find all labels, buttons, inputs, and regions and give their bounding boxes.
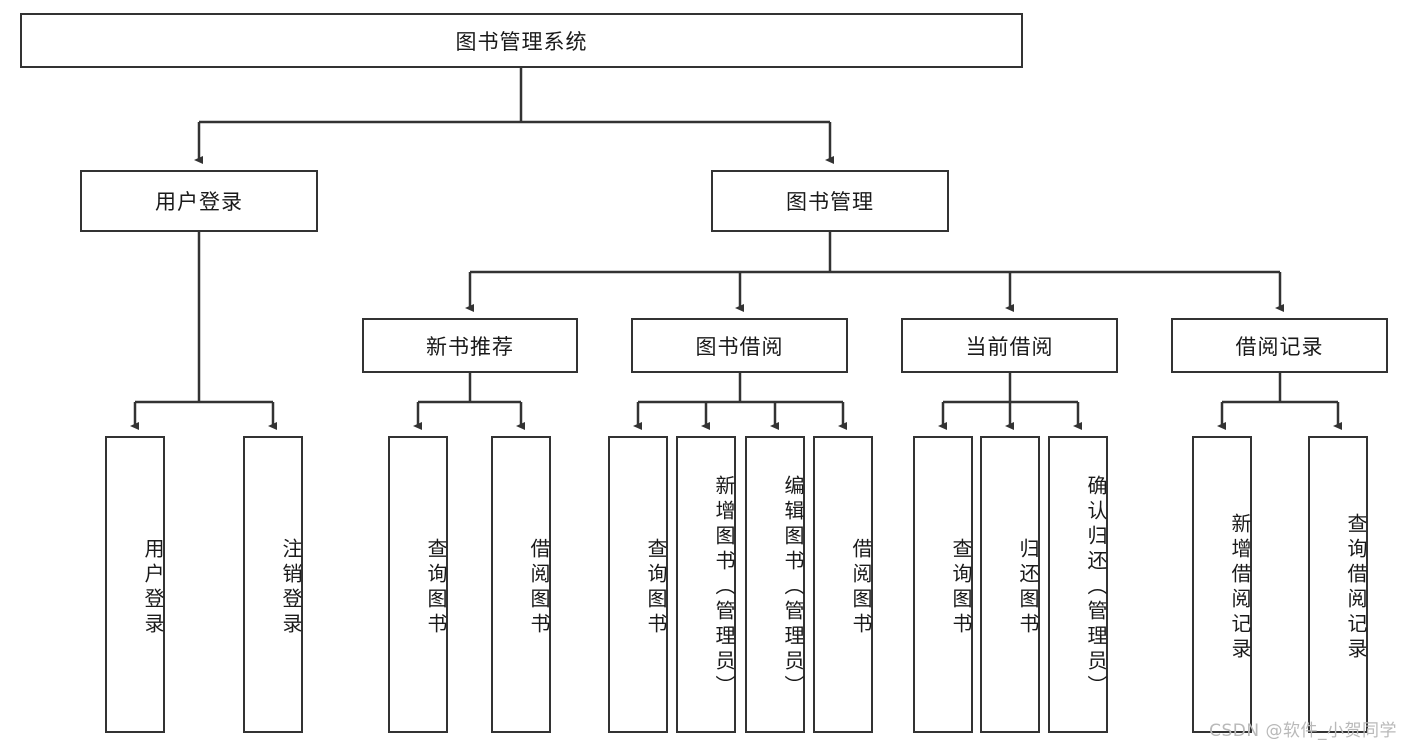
node-label: 图书管理系统 xyxy=(455,29,588,54)
node-leaf-edit-book[interactable]: 编辑图书（管理员） xyxy=(745,436,805,733)
node-label: 图书管理 xyxy=(786,190,874,214)
node-label: 注销登录 xyxy=(279,537,303,638)
csdn-watermark: CSDN @软件_小贺同学 xyxy=(1209,721,1397,741)
node-label: 确认归还（管理员） xyxy=(1084,475,1108,700)
node-leaf-query-book-3[interactable]: 查询图书 xyxy=(913,436,973,733)
node-label: 新增借阅记录 xyxy=(1228,512,1252,663)
node-label: 用户登录 xyxy=(141,537,165,638)
node-label: 查询图书 xyxy=(949,537,973,638)
node-leaf-borrow-book-2[interactable]: 借阅图书 xyxy=(813,436,873,733)
node-book-borrow[interactable]: 图书借阅 xyxy=(631,318,848,373)
node-new-book-recommend[interactable]: 新书推荐 xyxy=(362,318,578,373)
node-leaf-add-record[interactable]: 新增借阅记录 xyxy=(1192,436,1252,733)
node-label: 借阅图书 xyxy=(849,537,873,638)
node-leaf-confirm-return[interactable]: 确认归还（管理员） xyxy=(1048,436,1108,733)
node-label: 当前借阅 xyxy=(965,334,1054,359)
node-leaf-query-record[interactable]: 查询借阅记录 xyxy=(1308,436,1368,733)
node-label: 查询图书 xyxy=(424,537,448,638)
node-leaf-return-book[interactable]: 归还图书 xyxy=(980,436,1040,733)
node-leaf-logout[interactable]: 注销登录 xyxy=(243,436,303,733)
node-label: 查询图书 xyxy=(644,537,668,638)
node-label: 借阅图书 xyxy=(527,537,551,638)
node-label: 新书推荐 xyxy=(426,334,514,359)
node-label: 图书借阅 xyxy=(695,334,784,359)
node-user-login[interactable]: 用户登录 xyxy=(80,170,318,232)
node-current-borrow[interactable]: 当前借阅 xyxy=(901,318,1118,373)
node-label: 归还图书 xyxy=(1016,537,1040,638)
node-leaf-user-login[interactable]: 用户登录 xyxy=(105,436,165,733)
node-label: 查询借阅记录 xyxy=(1344,512,1368,663)
node-label: 编辑图书（管理员） xyxy=(781,475,805,700)
node-leaf-add-book[interactable]: 新增图书（管理员） xyxy=(676,436,736,733)
node-book-management[interactable]: 图书管理 xyxy=(711,170,949,232)
node-borrow-record[interactable]: 借阅记录 xyxy=(1171,318,1388,373)
node-leaf-borrow-book-1[interactable]: 借阅图书 xyxy=(491,436,551,733)
node-label: 用户登录 xyxy=(155,190,243,214)
node-book-management-system[interactable]: 图书管理系统 xyxy=(20,13,1023,68)
node-leaf-query-book-1[interactable]: 查询图书 xyxy=(388,436,448,733)
node-label: 新增图书（管理员） xyxy=(712,475,736,700)
node-label: 借阅记录 xyxy=(1235,334,1324,359)
node-leaf-query-book-2[interactable]: 查询图书 xyxy=(608,436,668,733)
